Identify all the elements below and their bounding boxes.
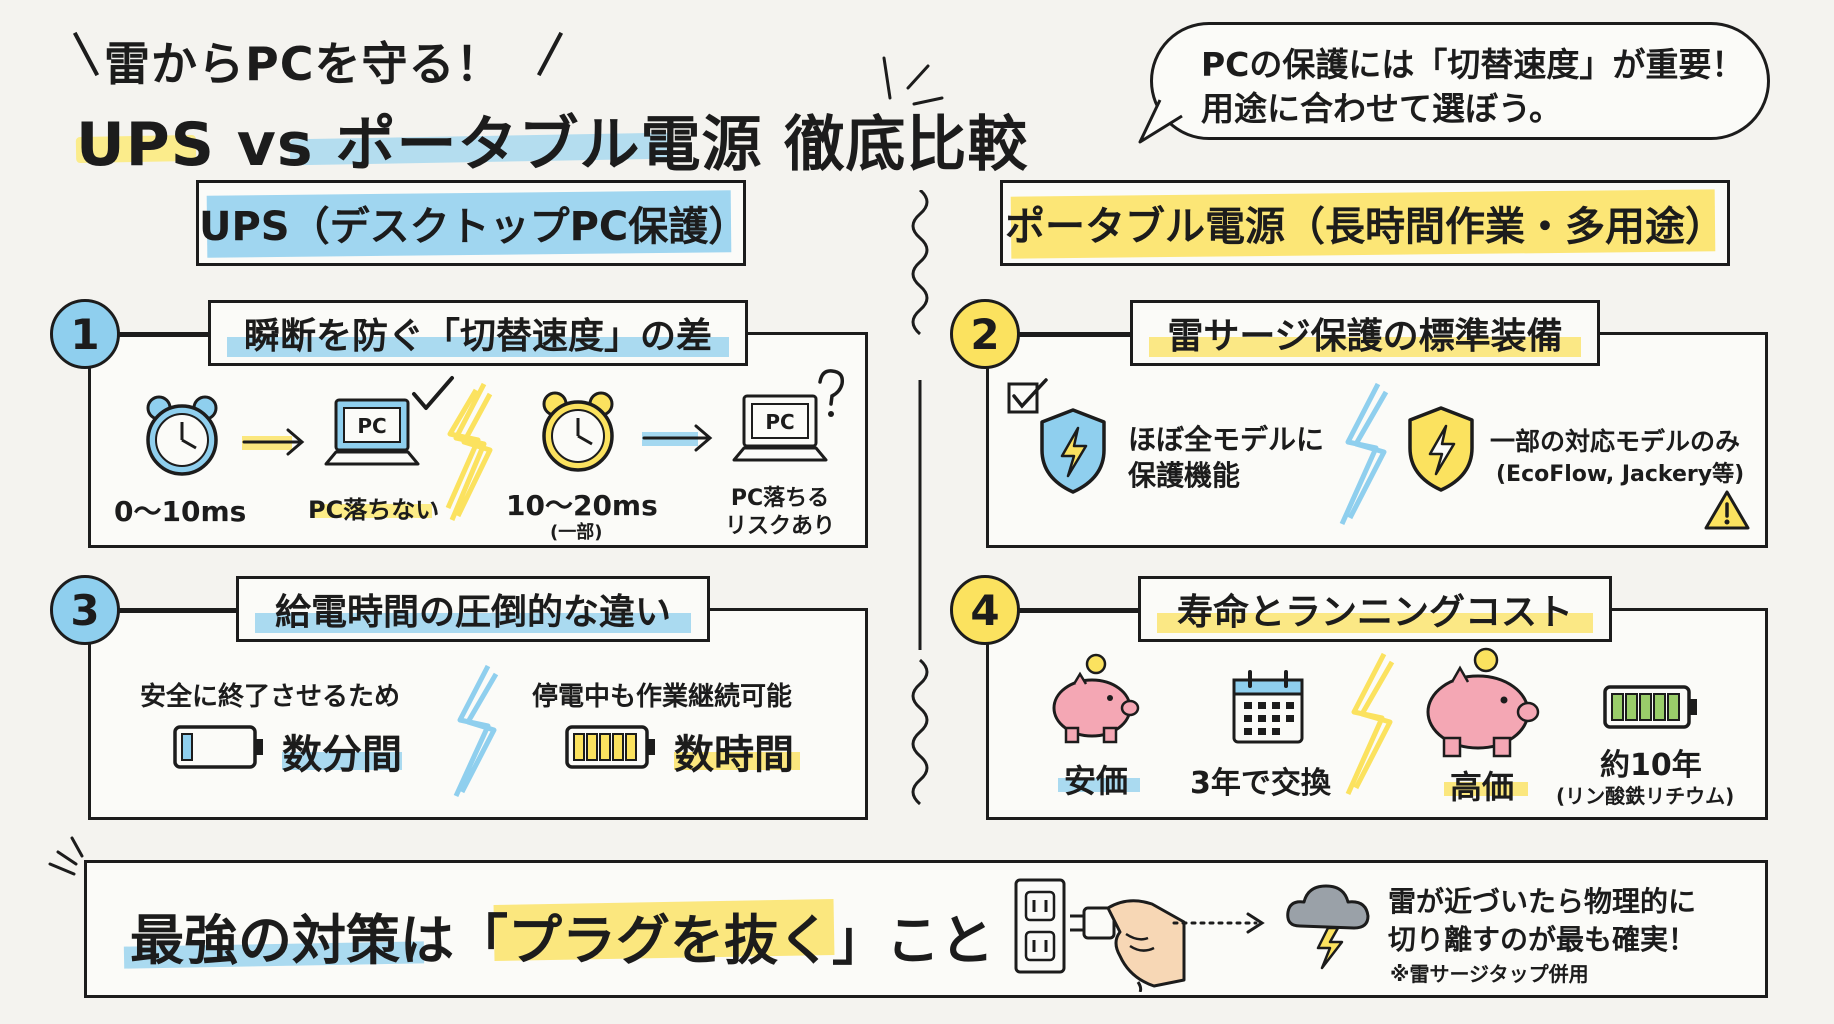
ups-runtime-caption: 安全に終了させるため — [140, 682, 401, 712]
panel-4-label-box: 寿命とランニングコスト — [1138, 576, 1612, 642]
panel-2-label: 雷サージ保護の標準装備 — [1167, 316, 1563, 357]
column-header-portable: ポータブル電源（長時間作業・多用途） — [1000, 180, 1730, 266]
dotted-arrow-icon — [1172, 912, 1265, 934]
bottom-headline-key: プラグを抜く — [508, 909, 832, 972]
ups-surge-text-2: 保護機能 — [1128, 459, 1241, 492]
speech-bubble: PCの保護には「切替速度」が重要！ 用途に合わせて選ぼう。 — [1150, 22, 1770, 140]
portable-runtime-value: 数時間 — [674, 732, 794, 778]
ups-result-highlight — [312, 504, 432, 518]
bottom-note-2: 切り離すのが最も確実！ — [1388, 923, 1697, 956]
clock-icon — [146, 395, 218, 476]
calendar-icon — [1232, 670, 1304, 744]
title-tagline: 雷からPCを守る！ — [104, 37, 503, 91]
title-slash-right — [536, 31, 564, 77]
panel-4-label-highlight — [1157, 613, 1593, 633]
ups-result: PC落ちない — [308, 496, 440, 524]
shield-icon — [1408, 406, 1474, 492]
sparkle-lines — [48, 836, 84, 876]
center-divider — [911, 190, 929, 806]
panel-4-connector — [1018, 610, 1140, 613]
sparkle-lines — [882, 56, 944, 106]
page-title: UPS vs ポータブル電源 徹底比較 — [76, 110, 1029, 180]
portable-lifespan: 約10年 — [1600, 748, 1702, 783]
panel-3-label-box: 給電時間の圧倒的な違い — [236, 576, 710, 642]
wall-outlet-icon — [1014, 878, 1066, 974]
shield-icon — [1040, 408, 1106, 494]
battery-low-icon — [173, 725, 263, 769]
panel-2-number: 2 — [950, 299, 1020, 369]
portable-surge-text-2: (EcoFlow, Jackery等) — [1496, 462, 1745, 487]
arrow-right-icon — [642, 424, 713, 452]
panel-2-connector — [1018, 334, 1130, 337]
panel-3-number: 3 — [50, 575, 120, 645]
battery-full-icon — [1603, 685, 1697, 729]
ups-runtime-highlight — [282, 752, 402, 770]
panel-4-number: 4 — [950, 575, 1020, 645]
ups-runtime-value: 数分間 — [282, 732, 402, 778]
portable-surge-text-1: 一部の対応モデルのみ — [1490, 427, 1741, 456]
panel-runtime — [88, 608, 868, 820]
lightning-scribble — [1339, 382, 1389, 526]
panel-2-label-highlight — [1149, 337, 1581, 357]
bubble-line-1: PCの保護には「切替速度」が重要！ — [1201, 45, 1745, 84]
lightning-scribble — [1345, 652, 1395, 796]
panel-3-label-highlight — [255, 613, 691, 633]
panel-3-connector — [118, 610, 238, 613]
lightning-scribble — [453, 664, 499, 798]
ups-lifespan: 3年で交換 — [1190, 766, 1331, 801]
laptop-icon — [732, 394, 828, 462]
panel-1-label-box: 瞬断を防ぐ「切替速度」の差 — [208, 300, 748, 366]
panel-1-label-highlight — [227, 337, 729, 357]
portable-switch-note: (一部) — [550, 522, 603, 543]
checkbox-icon — [1007, 378, 1048, 414]
bottom-note-3: ※雷サージタップ併用 — [1390, 962, 1589, 986]
portable-runtime-caption: 停電中も作業継続可能 — [532, 682, 793, 712]
portable-runtime-highlight — [674, 752, 800, 770]
bottom-banner — [84, 860, 1768, 998]
bottom-headline-post: 」こと — [832, 909, 994, 972]
portable-result-line-2: リスクあり — [724, 514, 835, 539]
ups-price: 安価 — [1064, 762, 1129, 800]
clock-icon — [542, 391, 614, 472]
bubble-line-2: 用途に合わせて選ぼう。 — [1201, 89, 1563, 128]
piggy-bank-icon — [1052, 653, 1140, 744]
storm-cloud-icon — [1286, 884, 1370, 970]
ups-surge-text-1: ほぼ全モデルに — [1128, 423, 1325, 456]
cheap-highlight — [1058, 778, 1140, 792]
laptop-screen-label: PC — [357, 414, 387, 438]
bottom-headline: 最強の対策は「プラグを抜く」こと — [130, 896, 994, 975]
portable-lifespan-note: (リン酸鉄リチウム) — [1556, 784, 1735, 808]
column-header-ups: UPS（デスクトップPC保護） — [196, 180, 746, 266]
ups-switch-time: 0〜10ms — [114, 495, 247, 528]
arrow-right-icon — [242, 428, 305, 456]
panel-4-label: 寿命とランニングコスト — [1176, 592, 1573, 633]
title-slash-left — [72, 31, 100, 77]
check-icon — [412, 376, 454, 410]
column-header-ups-label: UPS（デスクトップPC保護） — [199, 204, 746, 250]
panel-3-label: 給電時間の圧倒的な違い — [274, 592, 671, 633]
hand-unplug-icon — [1070, 899, 1186, 992]
laptop-icon — [324, 398, 420, 466]
portable-price: 高価 — [1450, 768, 1515, 806]
piggy-bank-icon — [1426, 647, 1540, 758]
panel-1-label: 瞬断を防ぐ「切替速度」の差 — [243, 316, 712, 357]
portable-switch-time: 10〜20ms — [506, 489, 658, 522]
lightning-scribble — [445, 382, 493, 521]
bottom-note-1: 雷が近づいたら物理的に — [1388, 885, 1697, 918]
portable-result-line-1: PC落ちる — [730, 486, 830, 511]
expensive-highlight — [1444, 782, 1528, 796]
panel-2-label-box: 雷サージ保護の標準装備 — [1130, 300, 1600, 366]
bubble-tail — [1138, 99, 1183, 144]
question-mark-icon — [818, 369, 845, 417]
battery-full-icon — [565, 725, 655, 769]
warning-icon — [1704, 490, 1750, 530]
laptop-screen-label: PC — [765, 410, 795, 434]
panel-1-number: 1 — [50, 299, 120, 369]
bottom-headline-pre: 最強の対策は「 — [130, 909, 508, 972]
panel-1-connector — [118, 334, 210, 337]
column-header-portable-label: ポータブル電源（長時間作業・多用途） — [1005, 204, 1725, 250]
